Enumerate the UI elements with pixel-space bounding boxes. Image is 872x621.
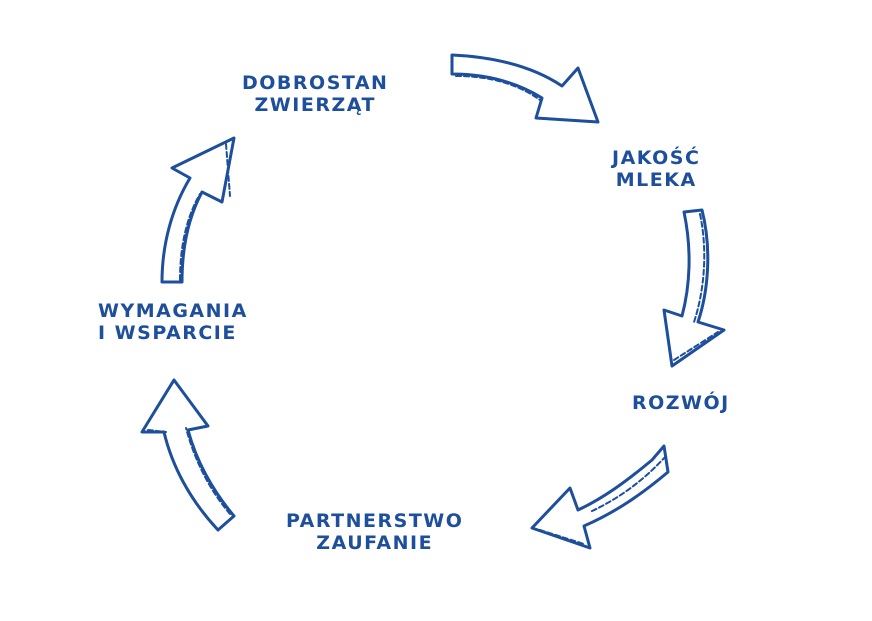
node-partnerstwo-line-2: zaufanie [316,532,434,554]
node-wymagania-line-1: Wymagania [98,300,248,322]
node-wymagania: Wymagania i wsparcie [98,300,248,344]
arrow-rozwoj-to-partnerstwo-icon [530,444,670,550]
arrow-partnerstwo-to-wymagania-icon [140,378,236,532]
arrow-jakosc-to-rozwoj-icon [662,208,726,368]
node-rozwoj: Rozwój [632,392,730,414]
arrow-wymagania-to-dobrostan-icon [160,136,236,284]
node-partnerstwo-line-1: Partnerstwo [286,510,464,532]
node-wymagania-line-2: i wsparcie [98,322,237,344]
node-dobrostan: Dobrostan zwierząt [242,72,388,116]
node-partnerstwo: Partnerstwo zaufanie [286,510,463,554]
node-dobrostan-line-2: zwierząt [254,94,376,116]
arrow-dobrostan-to-jakosc-icon [450,53,600,124]
node-rozwoj-line-1: Rozwój [632,392,730,414]
node-dobrostan-line-1: Dobrostan [242,72,389,94]
node-jakosc: Jakość mleka [612,147,700,191]
node-jakosc-line-1: Jakość [612,147,701,169]
node-jakosc-line-2: mleka [615,169,697,191]
